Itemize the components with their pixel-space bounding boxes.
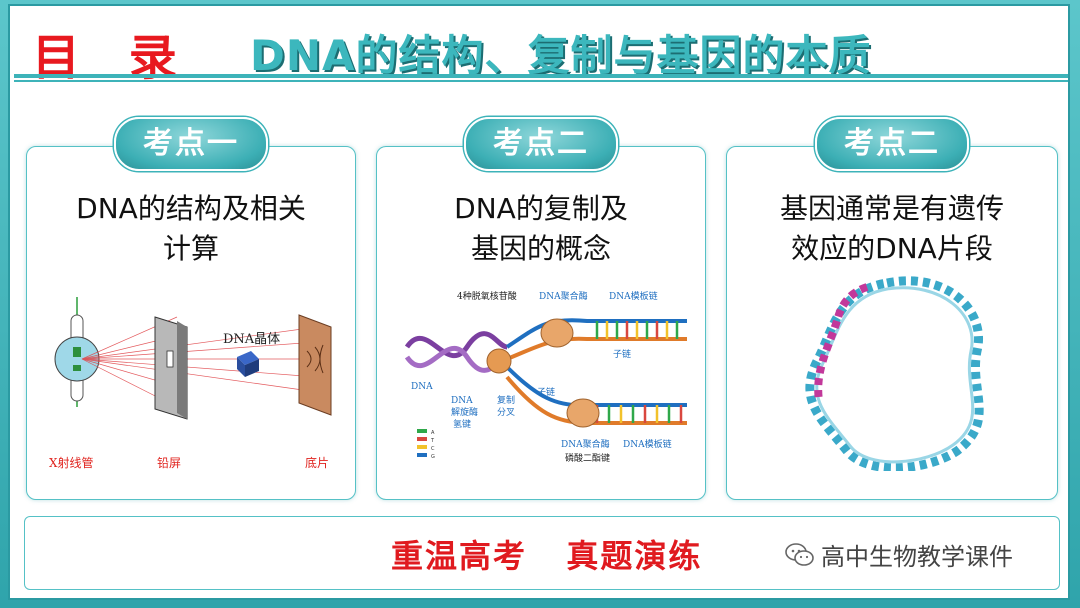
label-fork-2: 分叉 xyxy=(497,407,515,418)
label-xray-tube: X射线管 xyxy=(49,455,94,470)
wechat-icon xyxy=(785,542,814,566)
label-helicase: DNA xyxy=(451,396,473,406)
label-dntp: 4种脱氧核苷酸 xyxy=(457,290,517,302)
header-divider-thin xyxy=(14,80,1068,82)
label-helicase-2: 解旋酶 xyxy=(451,406,478,418)
label-dna-crystal: DNA晶体 xyxy=(223,332,280,347)
header-divider xyxy=(14,74,1068,78)
label-phosphodiester: 磷酸二酯键 xyxy=(565,452,610,464)
xray-diffraction-illustration: DNA晶体 X射线管 铅屏 底片 xyxy=(49,297,332,470)
label-polymerase-bottom: DNA聚合酶 xyxy=(561,438,610,450)
topic-title-2-line2: 基因的概念 xyxy=(470,232,611,265)
topic-title-2-line1: DNA的复制及 xyxy=(454,192,628,225)
topic-badge-2: 考点二 xyxy=(464,117,618,171)
topic-title-3-line1: 基因通常是有遗传 xyxy=(779,192,1004,225)
topic-card-3[interactable]: 考点二 基因通常是有遗传 效应的DNA片段 xyxy=(726,117,1058,500)
label-template-bottom: DNA模板链 xyxy=(623,438,672,450)
label-daughter-top: 子链 xyxy=(613,348,631,360)
label-hbond: 氢键 xyxy=(453,418,471,430)
legend-c: C xyxy=(431,446,435,452)
topic-title-2: DNA的复制及 基因的概念 xyxy=(387,189,695,269)
label-dna: DNA xyxy=(411,382,433,392)
topic-badge-3: 考点二 xyxy=(815,117,969,171)
review-banner[interactable]: 重温高考 真题演练 高中生物教学课件 xyxy=(24,516,1060,590)
topic-title-1-line1: DNA的结构及相关 xyxy=(76,192,306,225)
wechat-account-name: 高中生物教学课件 xyxy=(821,543,1013,571)
wechat-watermark: 高中生物教学课件 xyxy=(785,537,1013,572)
slide-title: DNA的结构、复制与基因的本质 xyxy=(250,31,872,80)
base-legend: A T C G xyxy=(417,429,435,460)
dna-replication-illustration: 4种脱氧核苷酸 DNA聚合酶 DNA模板链 子链 DNA DNA 解旋酶 氢键 … xyxy=(404,290,687,464)
legend-g: G xyxy=(431,454,435,460)
legend-t: T xyxy=(430,438,435,444)
label-polymerase-top: DNA聚合酶 xyxy=(539,290,588,302)
label-film: 底片 xyxy=(305,455,329,470)
topic-card-1[interactable]: 考点一 DNA的结构及相关 计算 xyxy=(26,117,356,500)
label-daughter-bottom: 子链 xyxy=(537,386,555,398)
dna-loop-illustration xyxy=(805,276,984,471)
slide-header: 目 录 DNA的结构、复制与基因的本质 xyxy=(14,8,1064,86)
label-fork: 复制 xyxy=(497,394,515,406)
topic-title-3-line2: 效应的DNA片段 xyxy=(791,232,993,265)
topic-title-1-line2: 计算 xyxy=(162,232,219,265)
label-lead-screen: 铅屏 xyxy=(157,456,181,470)
legend-a: A xyxy=(431,430,435,436)
topic-card-2[interactable]: 考点二 DNA的复制及 基因的概念 xyxy=(376,117,706,500)
topic-title-3: 基因通常是有遗传 效应的DNA片段 xyxy=(737,189,1047,269)
topic-badge-1: 考点一 xyxy=(114,117,268,171)
topic-title-1: DNA的结构及相关 计算 xyxy=(37,189,345,269)
label-template-top: DNA模板链 xyxy=(609,290,658,302)
review-text: 重温高考 真题演练 xyxy=(391,537,703,575)
